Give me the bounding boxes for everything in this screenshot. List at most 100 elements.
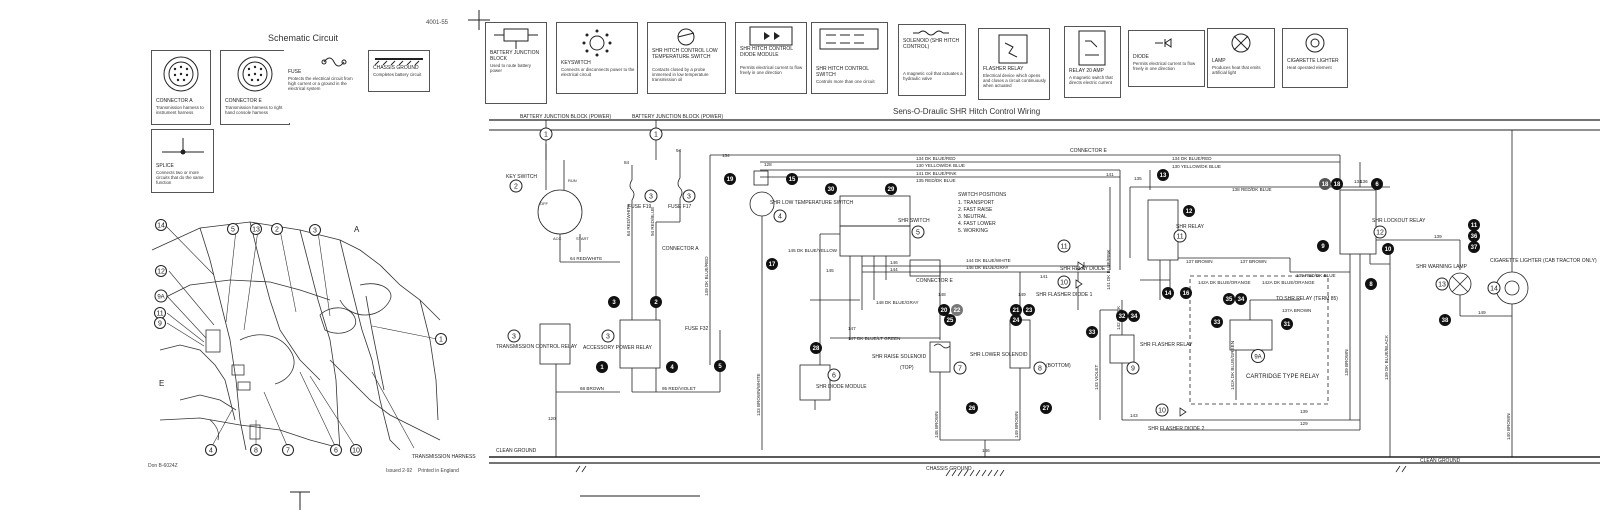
wire-number: 147 xyxy=(848,326,856,331)
legend-desc: Completes battery circuit xyxy=(373,72,422,77)
legend-title: SHR HITCH CONTROL LOW TEMPERATURE SWITCH xyxy=(652,48,718,60)
wire-number: 134 xyxy=(722,153,730,158)
legend-desc: Connects or disconnects power to the ele… xyxy=(561,67,635,77)
terminal-callout xyxy=(1162,287,1174,299)
wire-label: 130 YELLOW/DK BLUE xyxy=(1172,164,1221,169)
terminal-callout xyxy=(1157,169,1169,181)
terminal-callout xyxy=(1468,241,1480,253)
wire-label: 148 BROWN xyxy=(934,411,939,438)
label-connector-e-top: CONNECTOR E xyxy=(1070,148,1108,154)
locator-callout xyxy=(435,333,447,345)
locator-callout xyxy=(155,265,167,277)
terminal-callout xyxy=(1183,205,1195,217)
callout-label: 1 xyxy=(544,132,548,139)
label-battery-junction-2: BATTERY JUNCTION BLOCK (POWER) xyxy=(632,114,723,120)
wire-label: 134 DK BLUE/RED xyxy=(1172,156,1212,161)
legend-desc: Permits electrical current to flow freel… xyxy=(740,65,803,75)
wire-number: 149 xyxy=(1018,292,1026,297)
terminal-callout xyxy=(1317,240,1329,252)
locator-callout-label: 10 xyxy=(352,448,360,455)
wire-label: 68 BROWN xyxy=(580,386,604,391)
label-shr-lockout-relay: SHR LOCKOUT RELAY xyxy=(1372,218,1426,224)
terminal-callout-label: 22 xyxy=(954,308,961,314)
label-key-acc: ACC xyxy=(553,236,562,241)
locator-callout-label: 11 xyxy=(156,311,163,318)
legend-title: BATTERY JUNCTION BLOCK xyxy=(490,50,540,62)
terminal-callout-label: 19 xyxy=(727,177,734,183)
chassis-ground-hatches xyxy=(575,465,1407,477)
callout-label: 9A xyxy=(1254,355,1261,361)
component-callout xyxy=(1435,277,1449,291)
component-callout xyxy=(1487,281,1501,295)
label-key-off: OFF xyxy=(540,201,549,206)
label-shr-flasher-diode-1: SHR FLASHER DIODE 1 xyxy=(1036,292,1093,298)
locator-callout xyxy=(227,223,239,235)
legend-connector-e: CONNECTOR E Transmission harness to righ… xyxy=(220,50,290,125)
wire-label: 146 DK BLUE/GRAY xyxy=(966,265,1009,270)
wire-label: 142A DK BLUE/ORANGE xyxy=(1262,280,1315,285)
legend-desc: Contacts closed by a probe immersed in l… xyxy=(652,67,709,82)
callout-label: 12 xyxy=(1376,230,1384,237)
callout-label: 5 xyxy=(916,230,920,237)
legend-title: CONNECTOR A xyxy=(156,98,193,104)
wire-number: 129 xyxy=(1300,421,1308,426)
terminal-callout xyxy=(1281,318,1293,330)
legend-desc: Transmission harness to instrument harne… xyxy=(156,105,204,115)
legend-solenoid: SOLENOID (SHR HITCH CONTROL) A magnetic … xyxy=(898,24,966,96)
terminal-callout xyxy=(1223,293,1235,305)
legend-splice: SPLICE Connects two or more circuits tha… xyxy=(151,129,214,193)
label-switch-position: 2. FAST RAISE xyxy=(958,207,993,213)
locator-callout-label: 7 xyxy=(286,448,290,455)
legend-diode: DIODE Permits electrical current to flow… xyxy=(1128,30,1205,87)
label-switch-position: 3. NEUTRAL xyxy=(958,214,987,220)
wire-label: 64 RED/WHITE xyxy=(570,256,602,261)
terminal-callout-label: 11 xyxy=(1471,223,1478,229)
diode-icon xyxy=(1077,261,1085,271)
terminal-callout xyxy=(1439,314,1451,326)
component-callouts: 1 1 2 3 3 3 3 4 5 6 7 8 9 9A 10 11 10 11… xyxy=(507,127,1501,417)
legend-title: SPLICE xyxy=(156,163,174,169)
terminal-callout xyxy=(825,183,837,195)
wire-label: 137A BROWN xyxy=(1282,308,1311,313)
locator-callout xyxy=(282,444,294,456)
label-shr-diode-module: SHR DIODE MODULE xyxy=(816,384,867,390)
terminal-callout xyxy=(596,361,608,373)
wire-number: 141 xyxy=(1106,172,1114,177)
legend-title: CHASSIS GROUND xyxy=(373,65,419,71)
diode-icon xyxy=(1155,38,1172,48)
wire-lines xyxy=(537,120,1529,457)
wire-number: 141 xyxy=(1040,274,1048,279)
locator-callout xyxy=(271,223,283,235)
component-callout xyxy=(1251,349,1265,363)
locator-callout-label: 6 xyxy=(334,448,338,455)
callout-label: 8 xyxy=(1038,366,1042,373)
label-chassis-ground: CHASSIS GROUND xyxy=(926,466,972,472)
wire-label: 141 DK BLUE/PINK xyxy=(916,171,958,176)
terminal-callout-label: 8 xyxy=(1369,282,1373,288)
label-connector-e-mid: CONNECTOR E xyxy=(916,278,954,284)
legend-lamp: LAMP Produces heat that emits artificial… xyxy=(1207,28,1275,88)
locator-callout-label: 12 xyxy=(157,269,165,276)
legend-title: FLASHER RELAY xyxy=(983,66,1024,72)
lighter-icon xyxy=(1305,33,1325,53)
keyswitch-icon xyxy=(582,29,612,57)
terminal-callout-label: 33 xyxy=(1089,330,1096,336)
wire-label: 149 DK BLUE/RED xyxy=(704,256,709,296)
terminal-callout xyxy=(1235,293,1247,305)
wire-number: 139 xyxy=(1300,409,1308,414)
label-switch-position: 4. FAST LOWER xyxy=(958,221,996,227)
wire-number: 84 xyxy=(624,160,630,165)
callout-label: 1 xyxy=(654,132,658,139)
locator-callout xyxy=(154,289,168,303)
component-callout xyxy=(953,361,967,375)
terminal-callout-label: 18 xyxy=(1334,182,1341,188)
footer-drawing-number: Don B-6024Z xyxy=(148,463,178,469)
label-shr-flasher-relay: SHR FLASHER RELAY xyxy=(1140,342,1193,348)
callout-label: 3 xyxy=(512,334,516,341)
wire-label: 64 RED/WHITE xyxy=(626,204,631,236)
legend-desc: Produces heat that emits artificial ligh… xyxy=(1212,65,1261,75)
terminal-callout xyxy=(885,183,897,195)
chassis-ground-icon xyxy=(374,58,423,66)
callout-label: 2 xyxy=(514,184,518,191)
legend-fuse: FUSE Protects the electrical circuit fro… xyxy=(284,50,358,123)
